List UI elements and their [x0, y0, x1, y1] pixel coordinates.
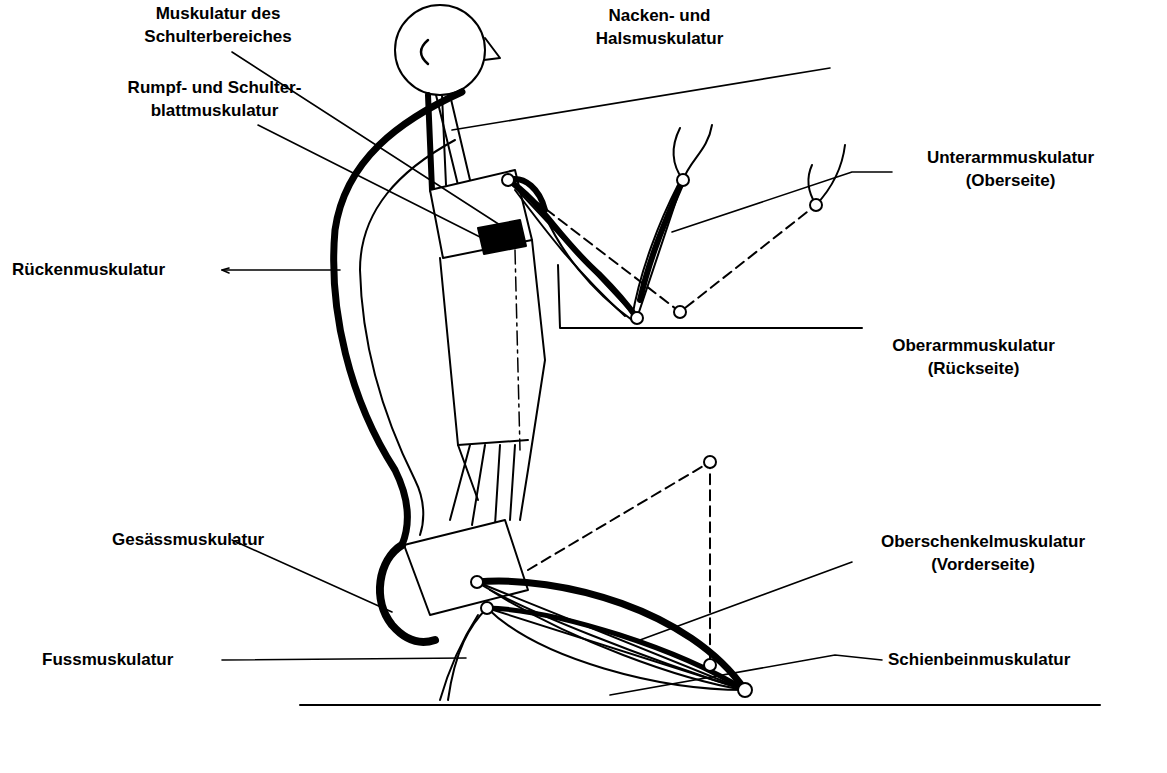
muscle-label: Oberarmmuskulatur (Rückseite): [866, 334, 1081, 380]
muscle-label: Rumpf- und Schulter- blattmuskulatur: [112, 76, 317, 122]
muscle-label: Unterarmmuskulatur (Oberseite): [898, 146, 1123, 192]
muscle-label: Muskulatur des Schulterbereiches: [118, 2, 318, 48]
muscle-label: Gesässmuskulatur: [112, 528, 264, 551]
muscle-label: Nacken- und Halsmuskulatur: [562, 4, 757, 50]
muscle-label: Rückenmuskulatur: [12, 258, 165, 281]
muscle-label: Oberschenkelmuskulatur (Vorderseite): [852, 530, 1114, 576]
muscle-label: Fussmuskulatur: [42, 648, 173, 671]
muscle-label: Schienbeinmuskulatur: [888, 648, 1070, 671]
